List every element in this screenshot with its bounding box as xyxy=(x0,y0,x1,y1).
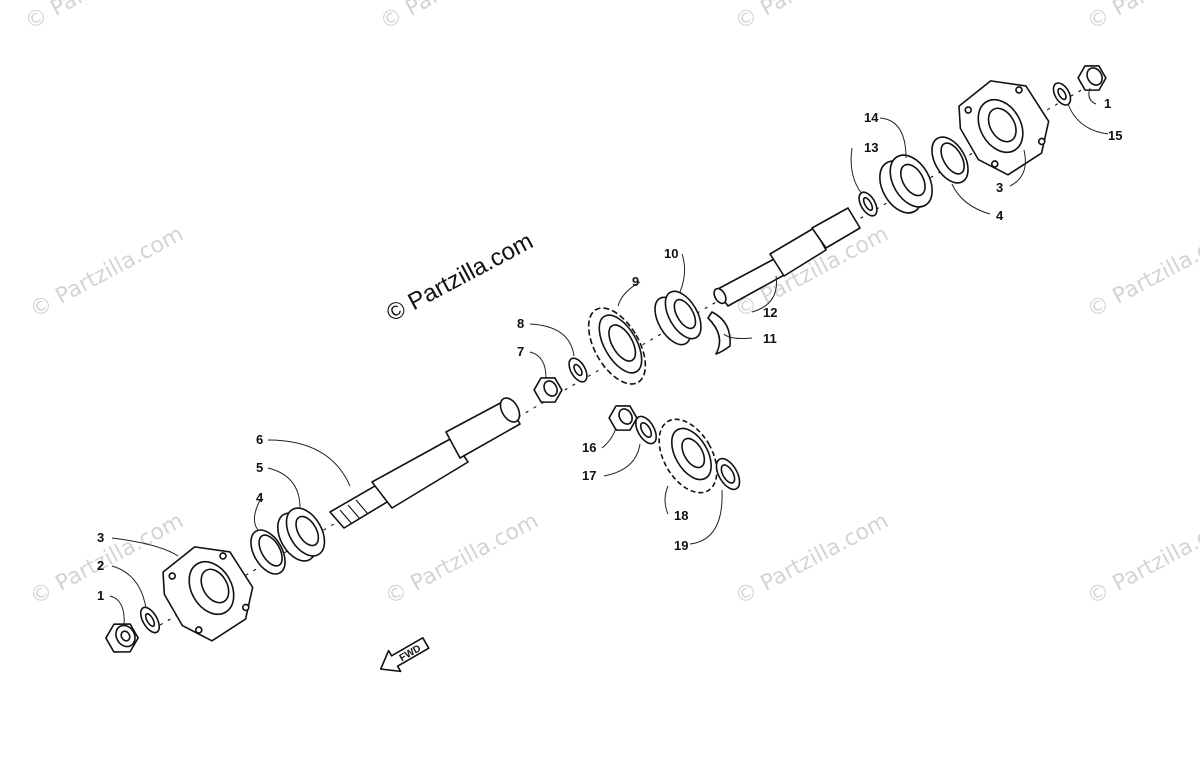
callout-1-right: 1 xyxy=(1104,96,1111,111)
callout-4-left: 4 xyxy=(256,490,264,505)
part-seal-right xyxy=(931,136,969,184)
callout-16: 16 xyxy=(582,440,596,455)
callout-19: 19 xyxy=(674,538,688,553)
callout-3-right: 3 xyxy=(996,180,1003,195)
callout-2-left: 2 xyxy=(97,558,104,573)
part-pinion-shim xyxy=(715,457,741,491)
watermark-5: © Partzilla.com xyxy=(26,222,188,324)
watermark-7: © Partzilla.com xyxy=(1083,222,1200,324)
fwd-arrow-icon: FWD xyxy=(379,637,430,673)
watermark-8: © Partzilla.com xyxy=(26,509,188,611)
part-washer-left xyxy=(139,606,161,634)
part-washer-right xyxy=(858,191,878,217)
part-pinion-washer xyxy=(634,415,658,445)
callout-9: 9 xyxy=(632,274,639,289)
part-washer-center xyxy=(568,357,588,383)
watermark-3: © Partzilla.com xyxy=(731,0,893,35)
part-nut-right xyxy=(1077,65,1107,91)
watermark-4: © Partzilla.com xyxy=(1083,0,1200,35)
callout-12: 12 xyxy=(763,305,777,320)
callout-11: 11 xyxy=(763,331,777,346)
part-hub-flange-left xyxy=(162,546,254,642)
watermark-9: © Partzilla.com xyxy=(381,509,543,611)
part-hub-flange-right xyxy=(958,80,1050,176)
part-ring-gear xyxy=(587,307,647,385)
callout-18: 18 xyxy=(674,508,688,523)
part-pinion-gear xyxy=(658,418,718,494)
part-front-shaft xyxy=(329,397,521,529)
callout-labels: 1 2 3 4 5 6 7 8 9 10 11 12 13 14 1 15 3 … xyxy=(97,96,1122,603)
callout-5: 5 xyxy=(256,460,263,475)
part-washer-far-right xyxy=(1052,82,1072,106)
part-pinion-nut xyxy=(608,405,638,431)
callout-7: 7 xyxy=(517,344,524,359)
callout-3-left: 3 xyxy=(97,530,104,545)
watermark-10: © Partzilla.com xyxy=(731,509,893,611)
callout-17: 17 xyxy=(582,468,596,483)
callout-8: 8 xyxy=(517,316,524,331)
part-bearing-right xyxy=(879,154,933,214)
fwd-label: FWD xyxy=(398,643,423,664)
callout-10: 10 xyxy=(664,246,678,261)
callout-14: 14 xyxy=(864,110,879,125)
part-bearing-left xyxy=(277,507,326,562)
watermark-11: © Partzilla.com xyxy=(1083,509,1200,611)
part-seal-left xyxy=(250,529,286,575)
watermark-1: © Partzilla.com xyxy=(21,0,183,35)
part-nut-left xyxy=(105,623,139,653)
part-rear-shaft xyxy=(713,207,861,307)
part-nut-center xyxy=(533,377,563,403)
part-snap-ring xyxy=(707,311,731,355)
callout-4-right: 4 xyxy=(996,208,1004,223)
main-watermark: © Partzilla.com xyxy=(382,228,537,328)
callout-6: 6 xyxy=(256,432,263,447)
watermark-2: © Partzilla.com xyxy=(376,0,538,35)
leader-lines xyxy=(109,87,1109,627)
part-bearing-center xyxy=(654,290,702,346)
callout-15: 15 xyxy=(1108,128,1122,143)
callout-13: 13 xyxy=(864,140,878,155)
callout-1-left: 1 xyxy=(97,588,104,603)
